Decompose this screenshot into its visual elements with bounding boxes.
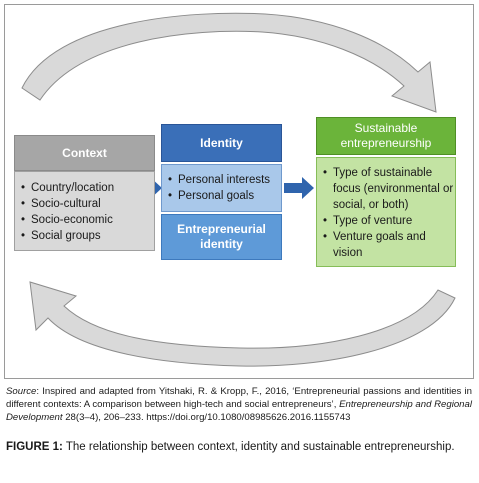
- sustainable-list: Type of sustainable focus (environmental…: [323, 165, 455, 261]
- sustainable-body: Type of sustainable focus (environmental…: [316, 157, 456, 267]
- source-label: Source: [6, 386, 37, 397]
- context-body: Country/location Socio-cultural Socio-ec…: [14, 171, 155, 251]
- source-caption: Source: Inspired and adapted from Yitsha…: [6, 385, 472, 424]
- source-text-end: 28(3–4), 206–233. https://doi.org/10.108…: [62, 412, 351, 423]
- figure-caption: FIGURE 1: The relationship between conte…: [6, 440, 472, 455]
- context-list: Country/location Socio-cultural Socio-ec…: [21, 180, 154, 244]
- figure-label: FIGURE 1:: [6, 441, 63, 453]
- list-item: Socio-economic: [21, 212, 154, 228]
- journal-name: Entrepreneurship and Regional Developmen…: [6, 399, 472, 423]
- list-item: Type of sustainable focus (environmental…: [323, 165, 455, 213]
- figure-text: The relationship between context, identi…: [62, 441, 455, 453]
- entrepreneurial-identity-box: Entrepreneurial identity: [161, 214, 282, 260]
- diagram-frame: [4, 4, 474, 379]
- bottom-curved-arrow: [29, 281, 456, 367]
- top-curved-arrow: [21, 12, 437, 113]
- identity-to-sustainable-arrow: [284, 177, 314, 199]
- source-text: : Inspired and adapted from Yitshaki, R.…: [6, 386, 472, 410]
- identity-header: Identity: [161, 124, 282, 162]
- context-header: Context: [14, 135, 155, 171]
- list-item: Personal interests: [168, 172, 281, 188]
- list-item: Social groups: [21, 228, 154, 244]
- list-item: Country/location: [21, 180, 154, 196]
- identity-list: Personal interests Personal goals: [168, 172, 281, 204]
- list-item: Type of venture: [323, 213, 455, 229]
- identity-body: Personal interests Personal goals: [161, 164, 282, 212]
- list-item: Socio-cultural: [21, 196, 154, 212]
- list-item: Personal goals: [168, 188, 281, 204]
- sustainable-header: Sustainable entrepreneurship: [316, 117, 456, 155]
- list-item: Venture goals and vision: [323, 229, 455, 261]
